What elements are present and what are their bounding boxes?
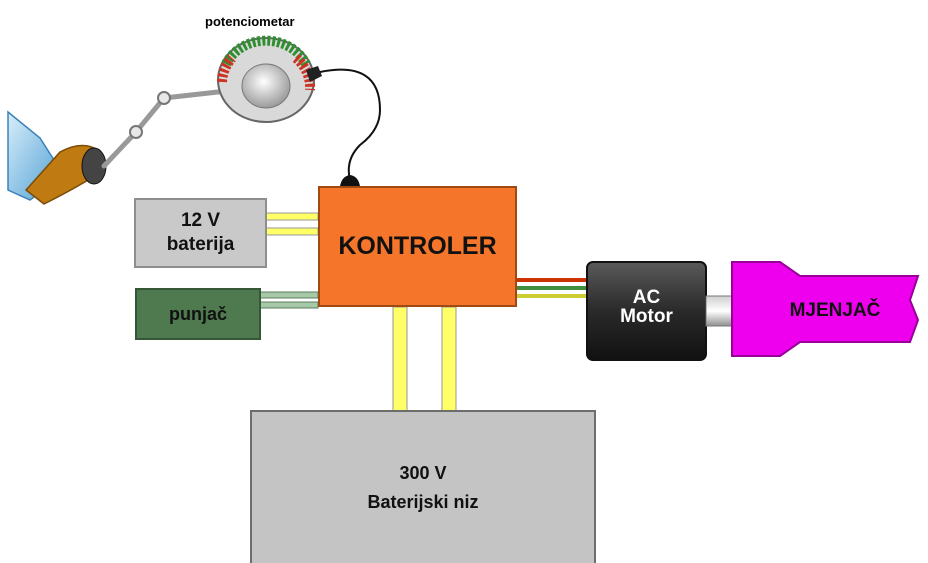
ac-motor-label-line2: Motor	[620, 306, 673, 327]
accelerator-pedal-icon	[7, 110, 107, 205]
battery-12v-block: 12 V baterija	[134, 198, 267, 268]
charger-block: punjač	[135, 288, 261, 340]
ac-motor-label-line1: AC	[632, 287, 661, 308]
motor-wires	[517, 278, 588, 298]
controller-block: KONTROLER	[318, 186, 517, 307]
gearbox-label: MJENJAČ	[789, 300, 881, 321]
connector-icon	[340, 175, 360, 186]
ac-motor-icon	[586, 261, 733, 361]
battery-300v-voltage: 300 V	[399, 462, 447, 483]
controller-label: KONTROLER	[338, 232, 497, 260]
battery-300v-name: Baterijski niz	[367, 491, 479, 512]
battery-300v-block: 300 V Baterijski niz	[250, 410, 596, 563]
battery-12v-voltage: 12 V	[180, 210, 221, 232]
gearbox-icon	[731, 261, 920, 357]
potentiometer-icon	[217, 35, 322, 123]
potentiometer-label: potenciometar	[205, 14, 295, 29]
battery12-wires	[265, 212, 319, 236]
ac-motor-label: AC Motor	[587, 288, 706, 326]
traction-battery-wires	[392, 306, 457, 413]
charger-wires	[259, 291, 319, 309]
charger-label: punjač	[168, 303, 227, 324]
signal-cable	[319, 68, 382, 181]
battery-12v-name: baterija	[166, 234, 235, 255]
pedal-linkage-icon	[101, 87, 239, 169]
